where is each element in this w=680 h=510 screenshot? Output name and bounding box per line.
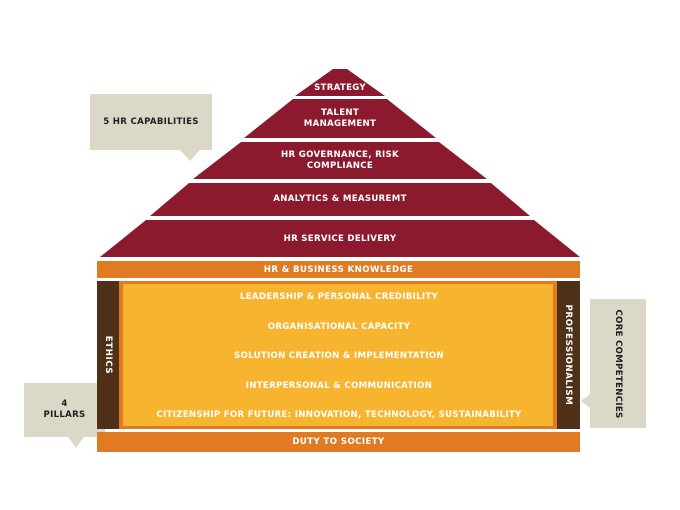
roof-tier-hr-governance (193, 142, 487, 179)
core-competencies-callout-label: CORE COMPETENCIES (613, 309, 624, 419)
capabilities-callout-box (90, 94, 212, 161)
competency-solution-creation: SOLUTION CREATION & IMPLEMENTATION (234, 351, 444, 361)
competency-organisational-capacity: ORGANISATIONAL CAPACITY (267, 322, 411, 332)
tier-label-analytics: ANALYTICS & MEASUREMT (273, 193, 407, 204)
roof-tier-talent-management (244, 99, 436, 138)
professionalism-label: PROFESSIONALISM (563, 304, 573, 406)
ethics-label: ETHICS (103, 335, 113, 375)
professionalism-pillar (557, 281, 580, 429)
pillars-callout-box (24, 383, 105, 448)
roof-tier-analytics (150, 183, 530, 216)
core-callout-box (581, 299, 646, 428)
tier-label-talent-management: TALENT MANAGEMENT (303, 108, 377, 129)
pillars-callout-label: 4 PILLARS (43, 399, 86, 420)
competencies-area (123, 284, 553, 426)
competency-interpersonal: INTERPERSONAL & COMMUNICATION (245, 381, 433, 391)
capabilities-callout-label: 5 HR CAPABILITIES (103, 116, 199, 127)
tier-label-hr-governance: HR GOVERNANCE, RISK COMPLIANCE (281, 150, 399, 171)
roof-tier-strategy (295, 69, 385, 96)
competency-leadership: LEADERSHIP & PERSONAL CREDIBILITY (239, 292, 439, 302)
hr-business-knowledge-band (97, 261, 580, 278)
duty-to-society-band (97, 432, 580, 452)
competency-citizenship: CITIZENSHIP FOR FUTURE: INNOVATION, TECH… (156, 410, 522, 420)
ethics-pillar (97, 281, 119, 429)
tier-label-service-delivery: HR SERVICE DELIVERY (283, 233, 397, 244)
hr-business-knowledge-label: HR & BUSINESS KNOWLEDGE (263, 264, 414, 275)
tier-label-strategy: STRATEGY (314, 82, 366, 93)
duty-to-society-label: DUTY TO SOCIETY (292, 437, 385, 447)
roof-tier-service-delivery (100, 220, 580, 257)
